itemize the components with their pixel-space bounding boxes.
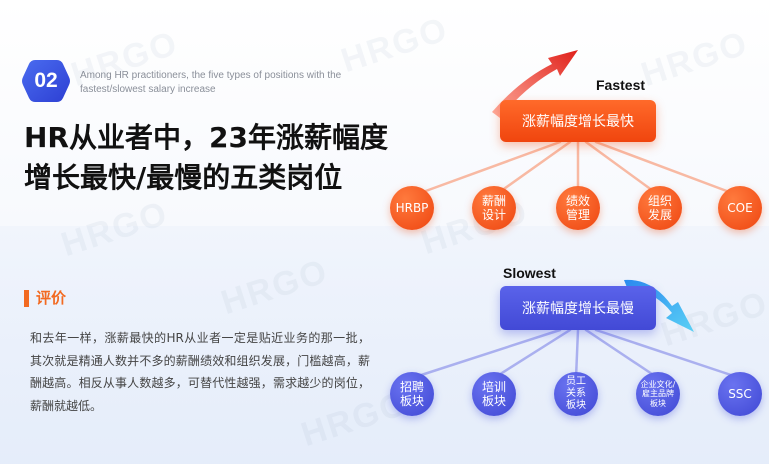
position-employee-relations: 员工 关系 板块 xyxy=(554,372,598,416)
position-culture-employer-brand: 企业文化/ 雇主品牌 板块 xyxy=(636,372,680,416)
fastest-box: 涨薪幅度增长最快 xyxy=(500,100,656,142)
slowest-label: Slowest xyxy=(503,265,556,281)
subtitle-text: Among HR practitioners, the five types o… xyxy=(80,70,342,95)
position-compensation-design: 薪酬 设计 xyxy=(472,186,516,230)
position-training: 培训 板块 xyxy=(472,372,516,416)
slowest-box: 涨薪幅度增长最慢 xyxy=(500,286,656,330)
section-label: 评价 xyxy=(36,289,67,307)
page-title: HR从业者中，23年涨薪幅度 增长最快/最慢的五类岗位 xyxy=(24,118,404,198)
title-line-1: HR从业者中，23年涨薪幅度 xyxy=(24,121,388,154)
down-arrow-icon xyxy=(624,279,694,332)
section-marker xyxy=(24,290,29,307)
position-hrbp: HRBP xyxy=(390,186,434,230)
review-text: 和去年一样，涨薪最快的HR从业者一定是贴近业务的那一批，其次就是精通人数并不多的… xyxy=(30,331,370,413)
position-coe: COE xyxy=(718,186,762,230)
title-line-2: 增长最快/最慢的五类岗位 xyxy=(24,161,343,194)
position-organization-development: 组织 发展 xyxy=(638,186,682,230)
badge-hexagon-icon xyxy=(22,60,70,102)
position-performance-management: 绩效 管理 xyxy=(556,186,600,230)
badge-number: 02 xyxy=(34,69,58,92)
position-ssc: SSC xyxy=(718,372,762,416)
fastest-label: Fastest xyxy=(596,77,646,93)
position-recruitment: 招聘 板块 xyxy=(390,372,434,416)
